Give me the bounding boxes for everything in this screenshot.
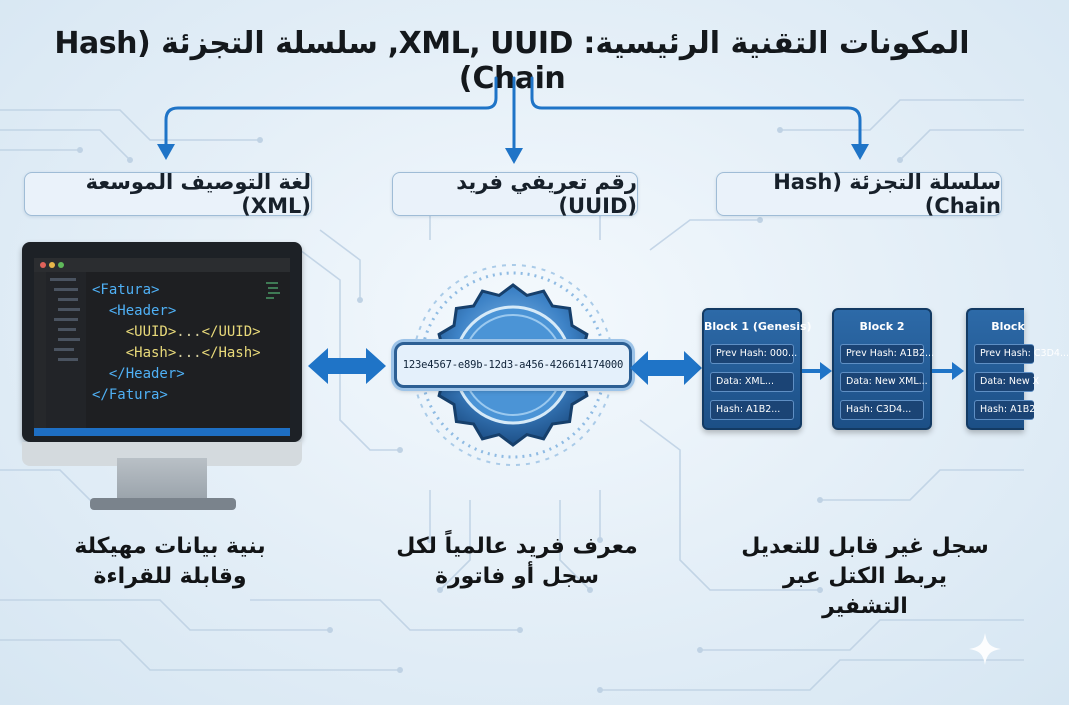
block-prev-hash: Prev Hash: A1B2... [840, 344, 934, 364]
xml-caption-line-2: وقابلة للقراءة [93, 564, 247, 589]
code-line-2: <Header> [108, 303, 177, 319]
xml-caption: بنية بيانات مهيكلة وقابلة للقراءة [50, 532, 290, 592]
page-title: المكونات التقنية الرئيسية: XML, UUID, سل… [54, 26, 970, 96]
file-explorer [46, 272, 86, 428]
uuid-caption: معرف فريد عالمياً لكل سجل أو فاتورة [392, 532, 642, 592]
block-title: Block 2 [859, 320, 905, 333]
block-data: Data: XML... [710, 372, 794, 392]
block-data: Data: New XML... [840, 372, 928, 392]
bidirectional-arrow-icon [308, 348, 386, 384]
code-uuid-dots: ... [176, 324, 202, 340]
uuid-caption-line-2: سجل أو فاتورة [434, 564, 600, 589]
minimize-dot-icon [49, 262, 55, 268]
code-line-6: </Fatura> [92, 387, 168, 403]
monitor: <Fatura> <Header> <UUID>...</UUID> <Hash… [22, 242, 302, 466]
activity-bar [34, 272, 46, 428]
code-hash-open: <Hash> [125, 345, 177, 361]
block-prev-hash: Prev Hash: C3D4... [974, 344, 1069, 364]
monitor-bezel: <Fatura> <Header> <UUID>...</UUID> <Hash… [22, 242, 302, 442]
block-prev-hash: Prev Hash: 000... [710, 344, 797, 364]
bidirectional-arrow-icon [630, 351, 702, 385]
chain-arrow-icon [932, 362, 964, 380]
block-hash: Hash: C3D4... [840, 400, 924, 420]
code-hash-dots: ... [176, 345, 202, 361]
block-hash: Hash: A1B2 [974, 400, 1035, 420]
chain-arrow-icon [802, 362, 832, 380]
hash-chain-caption-line-1: سجل غير قابل للتعديل [741, 534, 989, 559]
hash-block-3: Block Prev Hash: C3D4... Data: New X Has… [966, 308, 1069, 430]
uuid-value: 123e4567-e89b-12d3-a456-426614174000 [394, 342, 632, 388]
arrow-to-hash-chain [530, 76, 862, 148]
code-uuid-close: </UUID> [201, 324, 261, 340]
close-dot-icon [40, 262, 46, 268]
monitor-base [90, 498, 236, 510]
xml-caption-line-1: بنية بيانات مهيكلة [74, 534, 266, 559]
distribution-arrows [157, 76, 869, 164]
block-title: Block 1 (Genesis) [704, 320, 812, 333]
code-line-1: <Fatura> [92, 282, 160, 298]
circuit-background [0, 99, 1024, 693]
sparkle-icon [969, 633, 1001, 665]
code-line-5: </Header> [108, 366, 185, 382]
monitor-stand [117, 458, 207, 500]
block-data: Data: New X [974, 372, 1039, 392]
hash-block-1: Block 1 (Genesis) Prev Hash: 000... Data… [702, 308, 812, 430]
status-bar [34, 428, 290, 436]
block-title: Block [991, 320, 1025, 333]
hash-block-2: Block 2 Prev Hash: A1B2... Data: New XML… [832, 308, 934, 430]
hash-chain-caption: سجل غير قابل للتعديل يربط الكتل عبر التش… [740, 532, 990, 622]
maximize-dot-icon [58, 262, 64, 268]
uuid-label: رقم تعريفي فريد (UUID) [392, 170, 638, 218]
uuid-caption-line-1: معرف فريد عالمياً لكل [396, 534, 638, 559]
xml-code: <Fatura> <Header> <UUID>...</UUID> <Hash… [92, 280, 261, 406]
code-uuid-open: <UUID> [125, 324, 177, 340]
minimap [266, 282, 280, 299]
block-hash: Hash: A1B2... [710, 400, 794, 420]
editor-titlebar [34, 258, 290, 272]
xml-label: لغة التوصيف الموسعة (XML) [24, 170, 312, 218]
code-editor: <Fatura> <Header> <UUID>...</UUID> <Hash… [34, 258, 290, 436]
hash-chain-label: سلسلة التجزئة (Hash Chain) [716, 170, 1002, 218]
hash-chain-caption-line-2: يربط الكتل عبر التشفير [783, 564, 947, 619]
arrow-to-xml [164, 76, 498, 148]
code-hash-close: </Hash> [201, 345, 261, 361]
